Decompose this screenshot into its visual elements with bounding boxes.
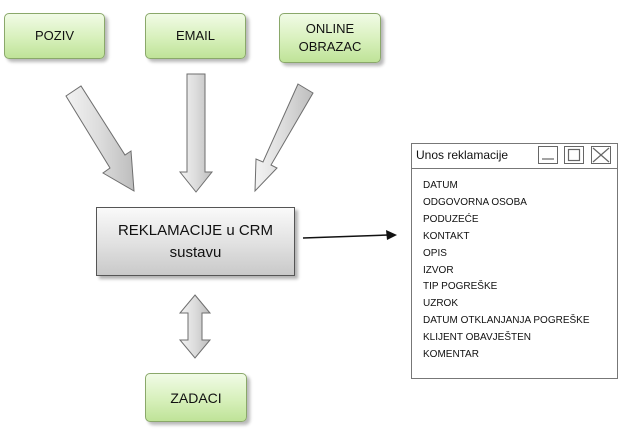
source-box-poziv: POZIV bbox=[4, 13, 105, 59]
form-field-label: KONTAKT bbox=[423, 230, 470, 242]
source-label-online-obrazac: ONLINE OBRAZAC bbox=[298, 21, 362, 54]
task-box-zadaci: ZADACI bbox=[145, 373, 247, 422]
crm-center-box: REKLAMACIJE u CRM sustavu bbox=[96, 207, 295, 276]
form-field-label: TIP POGREŠKE bbox=[423, 281, 498, 293]
close-icon bbox=[592, 147, 610, 163]
task-label-zadaci: ZADACI bbox=[170, 389, 222, 406]
form-field-label: PODUZEĆE bbox=[423, 213, 479, 225]
arrow-email-to-crm bbox=[178, 73, 214, 193]
source-box-online-obrazac: ONLINE OBRAZAC bbox=[279, 13, 381, 63]
maximize-icon bbox=[567, 148, 581, 162]
form-field-label: DATUM OTKLANJANJA POGREŠKE bbox=[423, 315, 590, 327]
form-field-label: IZVOR bbox=[423, 264, 454, 276]
form-field-label: DATUM bbox=[423, 180, 458, 191]
form-field-label: OPIS bbox=[423, 247, 447, 259]
form-window-titlebar: Unos reklamacije bbox=[412, 144, 617, 169]
close-button[interactable] bbox=[591, 146, 611, 164]
source-box-email: EMAIL bbox=[145, 13, 246, 59]
form-field-label: KOMENTAR bbox=[423, 349, 479, 361]
arrow-head-crm-to-form-window bbox=[386, 230, 397, 240]
form-window: Unos reklamacije DATUM ODGOVORNA OSOBA POD… bbox=[411, 143, 618, 379]
form-field-label: KLIJENT OBAVJEŠTEN bbox=[423, 332, 531, 344]
form-field-label: UZROK bbox=[423, 298, 458, 310]
arrow-crm-zadaci-double bbox=[178, 294, 212, 359]
form-window-title: Unos reklamacije bbox=[416, 148, 509, 162]
form-field-list: DATUM ODGOVORNA OSOBA PODUZEĆE KONTAKT OPIS I… bbox=[423, 178, 590, 364]
arrow-online-to-crm bbox=[254, 83, 314, 193]
arrow-crm-to-form-window bbox=[302, 234, 389, 239]
maximize-button[interactable] bbox=[564, 146, 584, 164]
minimize-icon bbox=[542, 158, 554, 160]
source-label-poziv: POZIV bbox=[34, 28, 74, 43]
crm-center-label: REKLAMACIJE u CRM sustavu bbox=[117, 221, 274, 261]
minimize-button[interactable] bbox=[538, 146, 558, 164]
source-label-email: EMAIL bbox=[175, 28, 215, 43]
form-field-label: ODGOVORNA OSOBA bbox=[423, 196, 527, 208]
arrow-poziv-to-crm bbox=[65, 85, 135, 192]
